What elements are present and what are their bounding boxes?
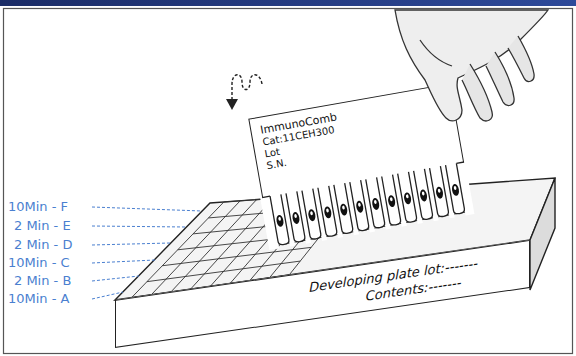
- header-bar: [0, 0, 576, 6]
- plate-end-face: [530, 178, 555, 290]
- leader-lines: [92, 207, 202, 299]
- row-time-label: 10Min - F: [8, 199, 68, 214]
- row-time-label: 10Min - C: [8, 255, 70, 270]
- row-time-label: 2 Min - E: [14, 218, 71, 233]
- row-time-label: 10Min - A: [8, 291, 69, 306]
- frame: [4, 9, 573, 354]
- node-text: ImmunoComb: [259, 92, 443, 137]
- row-time-label: 2 Min - B: [14, 273, 71, 288]
- developing-plate: Developing plate lot:-------Contents:---…: [115, 240, 530, 348]
- motion-arrow: [226, 75, 262, 110]
- comb-teeth: [260, 162, 474, 250]
- hand: [395, 10, 548, 121]
- row-time-label: 2 Min - D: [14, 237, 72, 252]
- comb-card: ImmunoCombCat:11CEH300LotS.N.: [248, 83, 472, 247]
